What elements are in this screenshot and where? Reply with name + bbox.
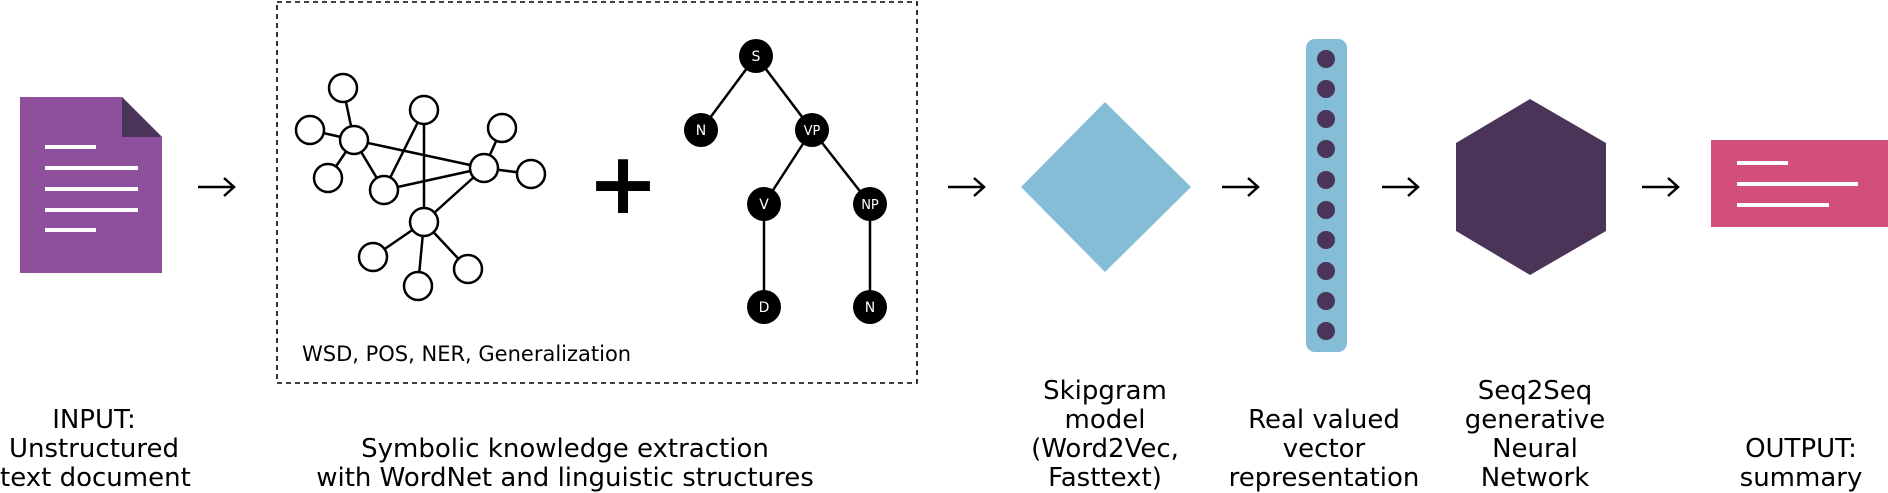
- arrow-input-to-symbolic: [198, 177, 236, 197]
- parse-tree: S N VP V NP D N: [684, 39, 887, 324]
- symbolic-extraction-box: [276, 1, 918, 384]
- symbolic-label: Symbolic knowledge extraction with WordN…: [300, 435, 830, 493]
- skipgram-label-line: (Word2Vec,: [1031, 434, 1179, 464]
- knowledge-graph: [294, 72, 547, 302]
- tree-label-s: S: [752, 49, 761, 65]
- tree-node-np: [853, 187, 887, 221]
- summary-card: [1711, 140, 1888, 227]
- tree-node-np-n: [853, 290, 887, 324]
- vector-label: Real valued vector representation: [1224, 406, 1424, 493]
- tree-label-d: D: [759, 300, 770, 316]
- output-label: OUTPUT: summary: [1716, 435, 1886, 493]
- arrow-skipgram-to-vector: [1222, 177, 1260, 197]
- tree-label-n: N: [696, 123, 706, 139]
- tree-label-np-n: N: [865, 300, 875, 316]
- seq2seq-label-line: Neural: [1492, 434, 1578, 464]
- symbolic-label-line: with WordNet and linguistic structures: [316, 463, 814, 493]
- input-label-line: text document: [0, 463, 191, 493]
- tree-node-n: [684, 113, 718, 147]
- tree-node-v: [747, 187, 781, 221]
- seq2seq-label-line: Network: [1480, 463, 1590, 493]
- tree-label-v: V: [759, 197, 769, 213]
- input-label-line: INPUT:: [52, 405, 136, 435]
- symbolic-label-line: Symbolic knowledge extraction: [361, 434, 769, 464]
- skipgram-label: Skipgram model (Word2Vec, Fasttext): [1020, 377, 1190, 493]
- skipgram-label-line: model: [1064, 405, 1146, 435]
- output-label-line: summary: [1739, 463, 1863, 493]
- tree-node-s: [739, 39, 773, 73]
- skipgram-diamond: [1021, 102, 1191, 272]
- arrow-symbolic-to-skipgram: [948, 177, 986, 197]
- box-inner-label: WSD, POS, NER, Generalization: [302, 342, 632, 366]
- seq2seq-hexagon: [1456, 99, 1606, 275]
- vector-label-line: vector: [1282, 434, 1366, 464]
- tree-node-vp: [795, 113, 829, 147]
- vector-label-line: representation: [1228, 463, 1420, 493]
- input-label-line: Unstructured: [8, 434, 179, 464]
- tree-label-np: NP: [861, 198, 879, 213]
- seq2seq-label-line: generative: [1464, 405, 1606, 435]
- vector-label-line: Real valued: [1248, 405, 1400, 435]
- seq2seq-label: Seq2Seq generative Neural Network: [1450, 377, 1620, 493]
- output-label-line: OUTPUT:: [1745, 434, 1857, 464]
- input-label: INPUT: Unstructured text document: [0, 405, 191, 493]
- tree-node-d: [747, 290, 781, 324]
- skipgram-label-line: Fasttext): [1048, 463, 1162, 493]
- seq2seq-label-line: Seq2Seq: [1477, 376, 1593, 406]
- arrow-seq2seq-to-output: [1642, 177, 1680, 197]
- tree-label-vp: VP: [804, 124, 821, 139]
- arrow-vector-to-seq2seq: [1382, 177, 1420, 197]
- vector-bar: [1306, 39, 1347, 352]
- skipgram-label-line: Skipgram: [1043, 376, 1167, 406]
- plus-sign: +: [587, 134, 659, 234]
- document-icon: [20, 97, 162, 273]
